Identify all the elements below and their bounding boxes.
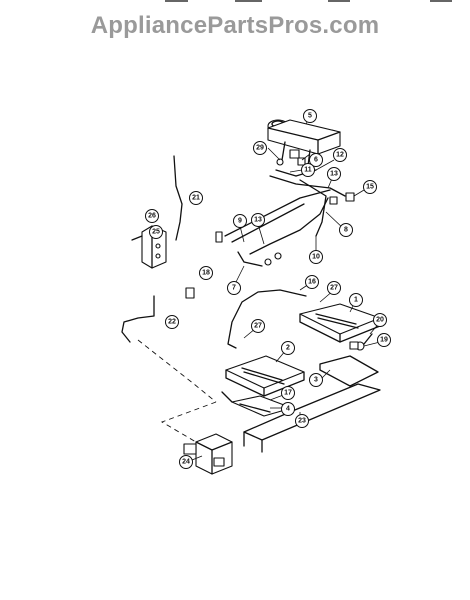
svg-text:2: 2 bbox=[286, 345, 290, 352]
wire-21 bbox=[173, 155, 183, 241]
connection-path-bottom bbox=[160, 401, 217, 443]
callout-23: 23 bbox=[295, 414, 309, 428]
callout-27-right: 27 bbox=[327, 281, 341, 295]
burner-1 bbox=[299, 303, 381, 343]
wire-22 bbox=[121, 295, 155, 343]
callout-13-lower: 13 bbox=[251, 213, 265, 227]
part-18-block bbox=[185, 287, 195, 299]
callout-13-upper: 13 bbox=[327, 167, 341, 181]
burner-tube-3 bbox=[319, 355, 379, 387]
site-title: AppliancePartsPros.com bbox=[90, 12, 380, 39]
callout-9: 9 bbox=[233, 214, 247, 228]
wire-16 bbox=[227, 289, 307, 349]
svg-text:25: 25 bbox=[152, 229, 160, 236]
callout-22: 22 bbox=[165, 315, 179, 329]
svg-text:20: 20 bbox=[376, 317, 384, 324]
callout-21: 21 bbox=[189, 191, 203, 205]
callout-26: 26 bbox=[145, 209, 159, 223]
svg-text:6: 6 bbox=[314, 157, 318, 164]
connection-path-left bbox=[137, 339, 217, 403]
callout-24: 24 bbox=[179, 455, 193, 469]
callout-6: 6 bbox=[309, 153, 323, 167]
svg-text:17: 17 bbox=[284, 390, 292, 397]
svg-text:4: 4 bbox=[286, 406, 290, 413]
burner-2 bbox=[225, 355, 305, 397]
callout-27-left: 27 bbox=[251, 319, 265, 333]
svg-text:19: 19 bbox=[380, 337, 388, 344]
svg-text:5: 5 bbox=[308, 113, 312, 120]
svg-text:27: 27 bbox=[254, 323, 262, 330]
svg-text:23: 23 bbox=[298, 418, 306, 425]
callout-29: 29 bbox=[253, 141, 267, 155]
callout-15: 15 bbox=[363, 180, 377, 194]
callout-10: 10 bbox=[309, 250, 323, 264]
callout-7: 7 bbox=[227, 281, 241, 295]
callout-17: 17 bbox=[281, 386, 295, 400]
svg-text:24: 24 bbox=[182, 459, 190, 466]
svg-text:18: 18 bbox=[202, 270, 210, 277]
gas-tube-assembly bbox=[215, 175, 355, 267]
svg-text:16: 16 bbox=[308, 279, 316, 286]
callout-8: 8 bbox=[339, 223, 353, 237]
svg-text:15: 15 bbox=[366, 184, 374, 191]
callout-2: 2 bbox=[281, 341, 295, 355]
svg-text:11: 11 bbox=[304, 167, 312, 174]
callout-25: 25 bbox=[149, 225, 163, 239]
svg-text:9: 9 bbox=[238, 218, 242, 225]
top-edge-marks bbox=[165, 0, 452, 2]
svg-text:13: 13 bbox=[330, 171, 338, 178]
svg-text:1: 1 bbox=[354, 297, 358, 304]
svg-text:7: 7 bbox=[232, 285, 236, 292]
callout-20: 20 bbox=[373, 313, 387, 327]
svg-text:8: 8 bbox=[344, 227, 348, 234]
callout-16: 16 bbox=[305, 275, 319, 289]
callout-18: 18 bbox=[199, 266, 213, 280]
pressure-regulator-24 bbox=[183, 433, 233, 475]
callout-12: 12 bbox=[333, 148, 347, 162]
svg-text:22: 22 bbox=[168, 319, 176, 326]
svg-text:21: 21 bbox=[192, 195, 200, 202]
svg-text:10: 10 bbox=[312, 254, 320, 261]
svg-text:13: 13 bbox=[254, 217, 262, 224]
callout-3: 3 bbox=[309, 373, 323, 387]
callout-1: 1 bbox=[349, 293, 363, 307]
svg-text:29: 29 bbox=[256, 145, 264, 152]
valve-manifold bbox=[267, 119, 341, 167]
callout-11: 11 bbox=[301, 163, 315, 177]
svg-text:12: 12 bbox=[336, 152, 344, 159]
svg-text:26: 26 bbox=[148, 213, 156, 220]
svg-text:27: 27 bbox=[330, 285, 338, 292]
callout-5: 5 bbox=[303, 109, 317, 123]
callout-4: 4 bbox=[281, 402, 295, 416]
svg-text:3: 3 bbox=[314, 377, 318, 384]
callout-19: 19 bbox=[377, 333, 391, 347]
